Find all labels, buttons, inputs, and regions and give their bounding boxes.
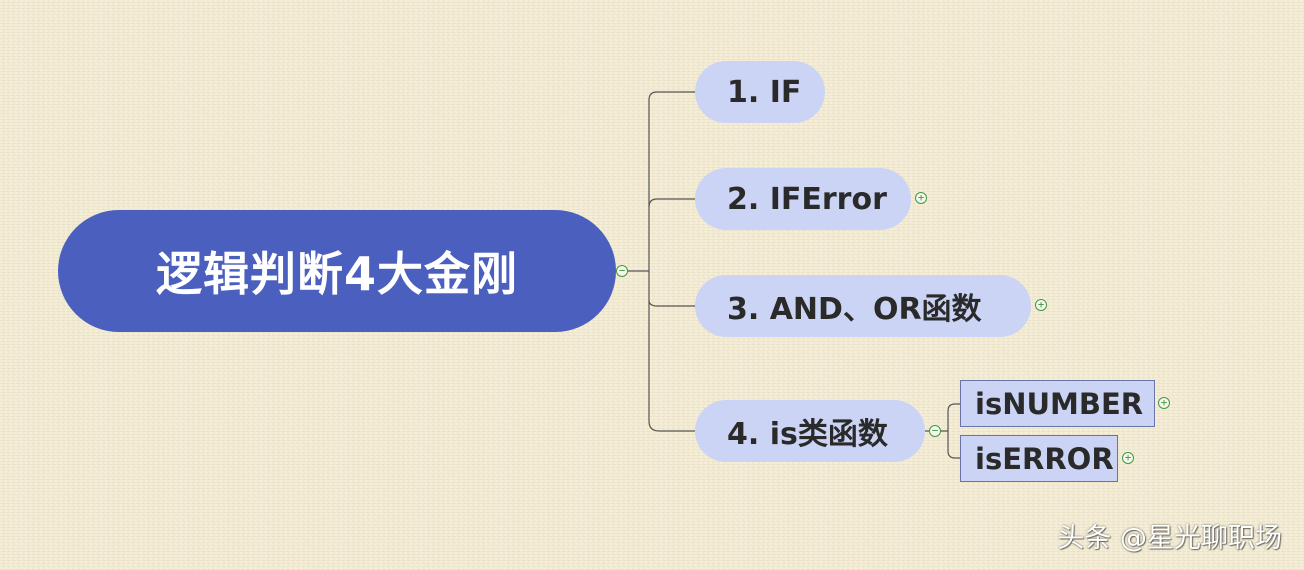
connector-branch-3 bbox=[648, 420, 695, 432]
plus-circle-icon[interactable]: + bbox=[915, 192, 927, 204]
branch-label: 3. AND、OR函数 bbox=[727, 292, 982, 327]
minus-circle-icon[interactable]: − bbox=[929, 425, 941, 437]
branch-label: 4. is类函数 bbox=[727, 417, 888, 452]
connector-leaf-0 bbox=[947, 403, 960, 431]
connector-branch-2 bbox=[648, 299, 695, 307]
connector-leaf-1 bbox=[947, 431, 960, 459]
leaf-node-iserror[interactable]: isERROR bbox=[960, 435, 1118, 482]
leaf-node-isnumber[interactable]: isNUMBER bbox=[960, 380, 1155, 427]
plus-circle-icon[interactable]: + bbox=[1035, 299, 1047, 311]
root-node[interactable]: 逻辑判断4大金刚 bbox=[58, 210, 616, 332]
plus-circle-icon[interactable]: + bbox=[1122, 452, 1134, 464]
minus-circle-icon[interactable]: − bbox=[616, 265, 628, 277]
branch-label: 2. IFError bbox=[727, 181, 887, 217]
leaf-label: isNUMBER bbox=[975, 386, 1144, 421]
connector-branch-0 bbox=[648, 91, 695, 101]
plus-circle-icon[interactable]: + bbox=[1158, 397, 1170, 409]
connector-branch-1 bbox=[648, 198, 695, 208]
branch-node-iferror[interactable]: 2. IFError bbox=[695, 168, 911, 230]
branch-label: 1. IF bbox=[727, 74, 802, 110]
branch-node-is-functions[interactable]: 4. is类函数 bbox=[695, 400, 925, 462]
watermark: 头条 @星光聊职场 bbox=[1057, 523, 1282, 554]
branch-node-and-or[interactable]: 3. AND、OR函数 bbox=[695, 275, 1031, 337]
root-label: 逻辑判断4大金刚 bbox=[155, 247, 518, 301]
branch-node-if[interactable]: 1. IF bbox=[695, 61, 825, 123]
leaf-label: isERROR bbox=[975, 441, 1114, 476]
